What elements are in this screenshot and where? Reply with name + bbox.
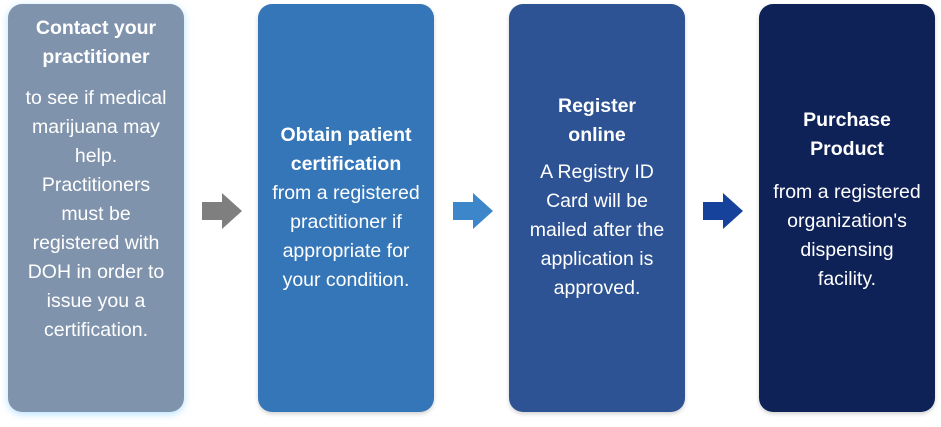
step-register-online: Register online A Registry ID Card will …: [509, 4, 685, 412]
step-obtain-certification: Obtain patient certification from a regi…: [258, 4, 434, 412]
right-arrow-icon: [202, 193, 242, 229]
step-description: A Registry ID Card will be mailed after …: [529, 161, 665, 299]
step-title: Register online: [557, 95, 637, 146]
step-description: from a registered organization's dispens…: [773, 181, 921, 290]
arrow-shape: [453, 193, 493, 229]
step-contact-practitioner: Contact your practitioner to see if medi…: [8, 4, 184, 412]
step-title: Purchase Product: [803, 109, 891, 160]
step-purchase-product: Purchase Product from a registered organ…: [759, 4, 935, 412]
step-description: to see if medical marijuana may help. Pr…: [25, 87, 167, 341]
step-title: Obtain patient certification: [280, 124, 412, 175]
right-arrow-icon: [703, 193, 743, 229]
step-title: Contact your practitioner: [35, 17, 157, 68]
right-arrow-icon: [453, 193, 493, 229]
arrow-shape: [703, 193, 743, 229]
step-description: from a registered practitioner if approp…: [272, 182, 420, 291]
arrow-shape: [202, 193, 242, 229]
